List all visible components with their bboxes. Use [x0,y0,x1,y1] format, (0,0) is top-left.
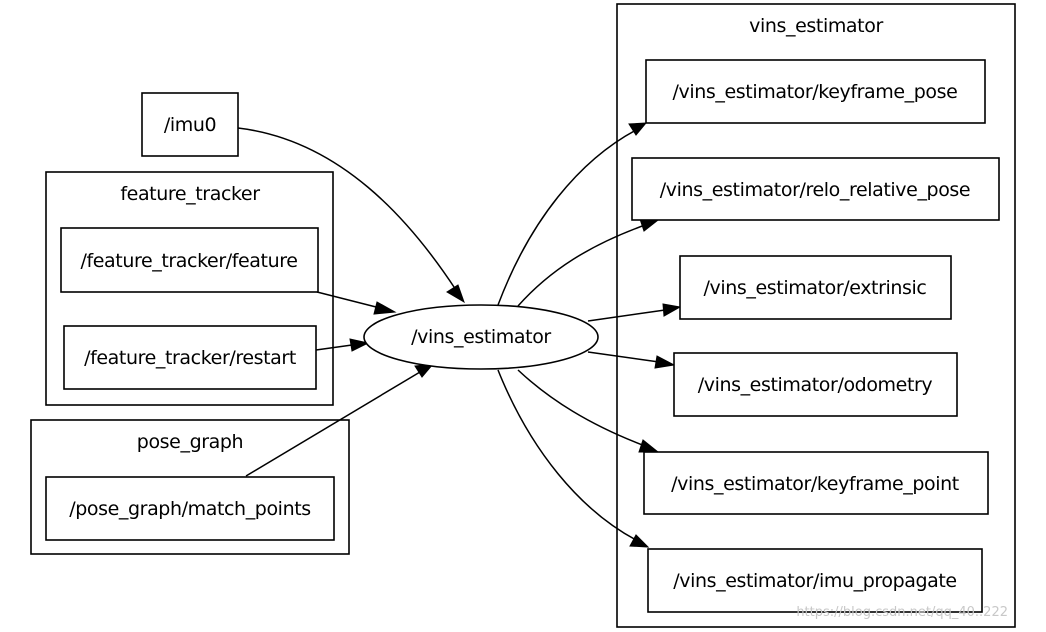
node-label-pose-graph-match-points: /pose_graph/match_points [69,498,311,520]
node-imu0[interactable]: /imu0 [141,92,239,157]
node-label-extrinsic: /vins_estimator/extrinsic [704,277,927,299]
node-label-odometry: /vins_estimator/odometry [698,374,933,396]
edge-imu0-to-estimator[interactable] [237,127,457,291]
node-feature-tracker-feature[interactable]: /feature_tracker/feature [60,227,319,293]
watermark-text: https://blog.csdn.net/qq_40..222 [796,605,1008,620]
node-label-vins-estimator: /vins_estimator [411,326,551,348]
node-label-feature-tracker-feature: /feature_tracker/feature [80,250,297,272]
edges [237,122,682,548]
node-relo-relative-pose[interactable]: /vins_estimator/relo_relative_pose [631,157,1000,221]
node-extrinsic[interactable]: /vins_estimator/extrinsic [679,255,952,320]
node-label-feature-tracker-restart: /feature_tracker/restart [84,347,296,369]
node-label-keyframe-point: /vins_estimator/keyframe_point [671,473,959,495]
arrowhead-extrinsic [662,303,682,317]
edge-match-points-to-estimator[interactable] [245,371,421,477]
node-imu-propagate[interactable]: /vins_estimator/imu_propagate [647,548,983,613]
node-label-keyframe-pose: /vins_estimator/keyframe_pose [673,81,958,103]
arrowhead-odometry [654,355,676,369]
node-label-imu0: /imu0 [164,114,216,136]
node-label-relo-relative-pose: /vins_estimator/relo_relative_pose [660,179,970,201]
node-label-imu-propagate: /vins_estimator/imu_propagate [673,570,956,592]
cluster-label-pose-graph: pose_graph [137,431,243,453]
node-vins-estimator[interactable]: /vins_estimator [363,304,599,370]
cluster-feature-tracker: feature_tracker [45,171,334,406]
cluster-vins-estimator: vins_estimator [616,3,1016,628]
edge-estimator-to-odometry[interactable] [587,351,660,363]
edge-estimator-to-relo-relative-pose[interactable] [517,224,646,307]
edge-feature-to-estimator[interactable] [316,291,381,309]
arrowhead-restart [349,338,370,352]
node-feature-tracker-restart[interactable]: /feature_tracker/restart [63,325,317,390]
edge-estimator-to-imu-propagate[interactable] [497,369,637,541]
edge-estimator-to-extrinsic[interactable] [587,309,666,322]
edge-estimator-to-keyframe-point[interactable] [517,369,646,447]
arrowhead-imu0 [446,284,465,304]
cluster-label-vins-estimator: vins_estimator [749,15,883,37]
edge-estimator-to-keyframe-pose[interactable] [497,129,637,306]
edge-restart-to-estimator[interactable] [315,344,353,351]
cluster-label-feature-tracker: feature_tracker [120,183,260,205]
arrowhead-imu-propagate [629,534,650,548]
node-pose-graph-match-points[interactable]: /pose_graph/match_points [45,476,335,541]
arrowhead-keyframe-pose [628,122,648,136]
node-odometry[interactable]: /vins_estimator/odometry [673,352,958,417]
arrowhead-keyframe-point [638,439,660,453]
node-keyframe-point[interactable]: /vins_estimator/keyframe_point [643,451,989,515]
cluster-pose-graph: pose_graph [30,419,350,555]
node-keyframe-pose[interactable]: /vins_estimator/keyframe_pose [645,59,986,124]
arrowhead-relo-relative-pose [639,218,660,232]
arrowhead-feature [373,301,397,315]
